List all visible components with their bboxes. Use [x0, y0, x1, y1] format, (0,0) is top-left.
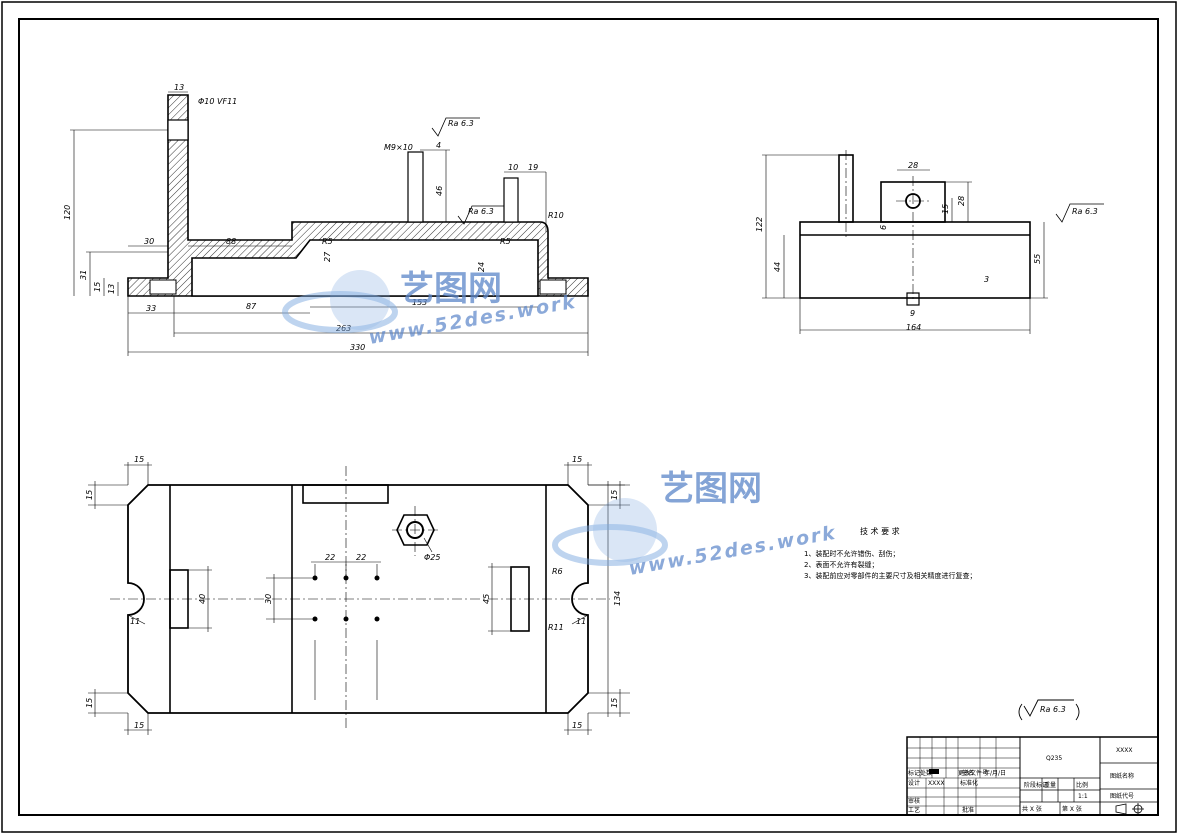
dim-label: 13 [174, 83, 184, 92]
watermark-logo [552, 498, 668, 566]
dim-label: Φ25 [424, 553, 440, 562]
dim-label: 15 [572, 455, 582, 464]
year-label: 年/月/日 [984, 769, 1006, 777]
drawing-code-label: 图纸代号 [1110, 792, 1134, 800]
dim-label: 15 [134, 455, 144, 464]
dim-label: 33 [146, 304, 156, 313]
dim-label: 263 [336, 324, 351, 333]
company-label: XXXX [1116, 747, 1132, 754]
top-view-dims: 15 15 15 15 22 22 Φ25 40 30 45 134 R6 11… [85, 455, 622, 730]
inner-frame [18, 18, 1159, 816]
designer-value: XXXX [928, 780, 944, 787]
material-label: Q235 [1046, 755, 1062, 762]
top-view [88, 462, 630, 735]
dim-label: 28 [908, 161, 918, 170]
dim-label: 3 [984, 275, 989, 284]
roughness-label: Ra 6.3 [468, 207, 494, 216]
roughness-label: Ra 6.3 [1072, 207, 1098, 216]
dim-label: 22 [325, 553, 335, 562]
front-section-view [70, 91, 589, 356]
tech-requirements-title: 技 术 要 求 [860, 526, 900, 536]
dim-label: 28 [957, 196, 966, 206]
dim-label: 22 [356, 553, 366, 562]
row-label: 标记 [908, 769, 920, 777]
row-label: 审核 [908, 797, 920, 805]
dim-label: 15 [610, 698, 619, 708]
row-label: 设计 [908, 779, 920, 787]
dim-label: R10 [548, 211, 564, 220]
roughness-callout-label: Ra 6.3 [1040, 705, 1066, 714]
dim-label: 15 [93, 282, 102, 292]
dim-label: 44 [773, 262, 782, 272]
dim-label: Φ10 VF11 [198, 97, 237, 106]
dim-label: 87 [246, 302, 257, 311]
weight-label: 重量 [1044, 781, 1056, 789]
ratio-label: 比例 [1076, 781, 1088, 789]
dim-label: 40 [198, 594, 207, 604]
side-view [762, 150, 1104, 334]
dim-label: 30 [264, 594, 273, 604]
standard-label: 标准化 [960, 779, 978, 787]
dim-label: 6 [879, 225, 888, 230]
dim-label: R6 [552, 567, 563, 576]
dim-label: 46 [435, 186, 444, 196]
dim-label: 15 [572, 721, 582, 730]
dim-label: 164 [906, 323, 921, 332]
dim-label: 45 [482, 594, 491, 604]
dim-label: 10 [508, 163, 518, 172]
dim-label: 15 [134, 721, 144, 730]
dim-label: 30 [144, 237, 154, 246]
row-label: 处数 [920, 769, 932, 777]
dim-label: 15 [941, 204, 950, 214]
watermark-cn: 艺图网 [660, 469, 762, 509]
sign-date-label: 更改文件号 [958, 769, 988, 777]
dim-label: R5 [500, 237, 511, 246]
dim-label: 24 [477, 262, 486, 272]
drawing-name-label: 图纸名称 [1110, 772, 1134, 780]
row-label: 工艺 [908, 806, 920, 814]
sheet-count-label: 共 X 张 [1022, 805, 1042, 813]
dim-label: 11 [130, 617, 140, 626]
dim-label: 153 [412, 298, 427, 307]
approve-label: 批准 [962, 806, 974, 814]
dim-label: 13 [107, 284, 116, 294]
dim-label: 15 [85, 698, 94, 708]
signature-label: 签名 [962, 769, 974, 777]
dim-label: 88 [226, 237, 236, 246]
roughness-label: Ra 6.3 [448, 119, 474, 128]
scale-value: 1:1 [1078, 793, 1088, 800]
tech-requirement-item: 3、装配前应对零部件的主要尺寸及相关精度进行复查； [804, 571, 976, 580]
dim-label: 55 [1033, 254, 1042, 264]
dim-label: 15 [85, 490, 94, 500]
tech-requirement-item: 1、装配时不允许错伤、刮伤； [804, 549, 899, 558]
sheet-no-label: 第 X 张 [1062, 805, 1082, 813]
front-view-dims: 13 Φ10 VF11 120 30 88 31 15 13 33 87 153… [63, 83, 564, 352]
tech-requirement-item: 2、表面不允许有裂缝； [804, 560, 878, 569]
stage-label: 阶段标记 [1024, 781, 1048, 789]
dim-label: 27 [323, 251, 332, 262]
general-roughness [1018, 699, 1080, 721]
side-view-dims: 28 28 15 6 122 44 55 3 9 164 Ra 6.3 [755, 161, 1098, 332]
title-block-text: Q235 XXXX 图纸名称 图纸代号 标记 处数 设计 XXXX 审核 工艺 … [908, 747, 1134, 814]
dim-label: R5 [322, 237, 333, 246]
dim-label: 120 [63, 205, 72, 220]
dim-label: 330 [350, 343, 365, 352]
dim-label: 31 [79, 270, 88, 280]
dim-label: 11 [576, 617, 586, 626]
tech-requirements: 技 术 要 求 1、装配时不允许错伤、刮伤； 2、表面不允许有裂缝； 3、装配前… [804, 526, 976, 580]
dim-label: 15 [610, 490, 619, 500]
dim-label: R11 [548, 623, 564, 632]
dim-label: 9 [910, 309, 915, 318]
watermark-cn: 艺图网 [400, 269, 502, 309]
dim-label: M9×10 [384, 143, 413, 152]
dim-label: 19 [528, 163, 538, 172]
dim-label: 134 [613, 591, 622, 606]
title-block [906, 736, 1159, 816]
watermark-logo [282, 270, 398, 333]
dim-label: 122 [755, 217, 764, 232]
dim-label: 4 [436, 141, 441, 150]
